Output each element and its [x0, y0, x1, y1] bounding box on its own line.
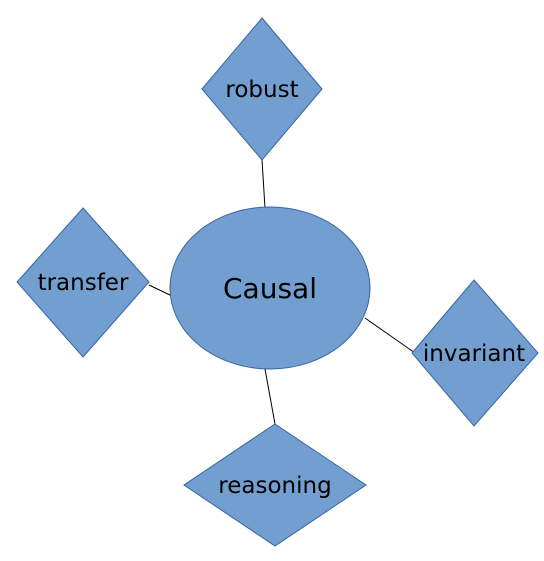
- node-robust: robust: [201, 17, 323, 161]
- transfer-label: transfer: [38, 270, 129, 296]
- robust-diamond: [201, 17, 323, 161]
- reasoning-label: reasoning: [218, 473, 331, 499]
- center-label: Causal: [223, 272, 317, 305]
- node-invariant: invariant: [411, 279, 539, 427]
- edge-causal-transfer: [148, 284, 173, 297]
- invariant-label: invariant: [423, 341, 525, 367]
- node-reasoning: reasoning: [183, 423, 367, 547]
- reasoning-diamond: [183, 423, 367, 547]
- edge-causal-invariant: [364, 317, 416, 354]
- edge-causal-reasoning: [264, 368, 276, 425]
- center-ellipse: [169, 206, 371, 370]
- robust-label: robust: [225, 77, 298, 103]
- node-transfer: transfer: [16, 207, 150, 358]
- transfer-diamond: [16, 207, 150, 358]
- center-node-causal: Causal: [169, 206, 371, 370]
- edge-causal-robust: [261, 159, 266, 209]
- invariant-diamond: [411, 279, 539, 427]
